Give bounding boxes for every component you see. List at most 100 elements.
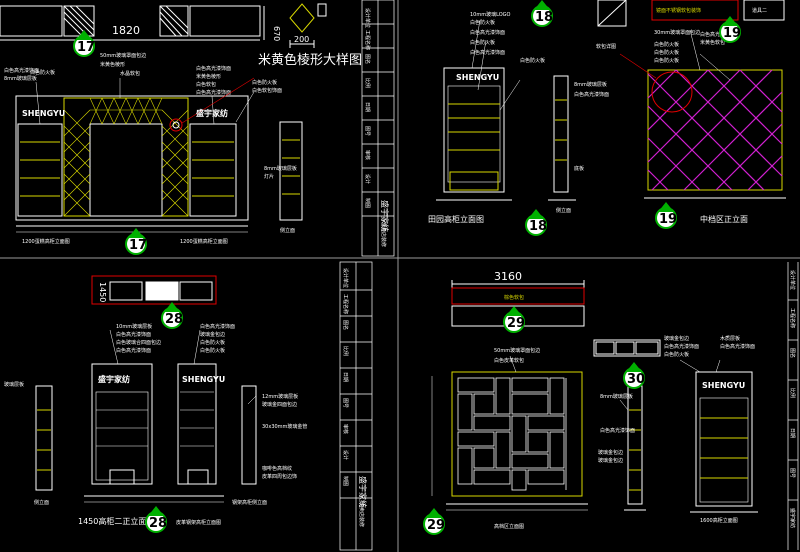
note: 白色高光漆饰面: [720, 343, 755, 350]
panel-28-caption: 1450高柜二正立面: [78, 516, 146, 526]
detail-marker-29-top: 29: [503, 306, 525, 333]
header-box-30: [593, 339, 661, 357]
strip-cell: 审核: [364, 150, 371, 160]
note: 白色软包饰面: [252, 87, 282, 94]
note: 白色防火板: [470, 39, 495, 46]
marker-number: 30: [627, 372, 645, 387]
note: 灯片: [264, 173, 274, 180]
strip-cell: 专卖店装修: [380, 222, 387, 247]
elevation-29: [431, 355, 588, 511]
strip-cell: 比例: [789, 388, 796, 398]
diamond-detail: [289, 3, 327, 48]
note: 米黄色棱形: [196, 73, 221, 80]
dim-1820: 1820: [112, 24, 140, 37]
marker-number: 19: [659, 212, 677, 227]
detail-marker-18-bottom: 18: [525, 209, 547, 236]
strip-cell: 比例: [342, 346, 349, 356]
annotation-notes-30: 玻璃金包边 白色高光漆饰面 白色防火板 木质层板 白色高光漆饰面 8mm玻璃层板…: [598, 335, 755, 464]
note: 30mm玻璃罩面包边: [654, 29, 700, 36]
note: 白色防火板: [252, 79, 277, 86]
panel-17-title-b: 1200蛋糕高柜立面图: [180, 238, 228, 245]
detail-marker-17-top: 17: [73, 30, 95, 57]
strip-cell: 工程名称: [789, 308, 796, 328]
brand-shengyu: SHENGYU: [702, 381, 745, 390]
elevation-17: [15, 77, 303, 233]
strip-cell: 设计: [342, 450, 349, 460]
note: 50mm玻璃罩面包边: [494, 347, 540, 354]
note: 白色高光漆饰面: [196, 89, 231, 96]
note: 玻璃金包边: [200, 331, 225, 338]
note: 白色软包: [196, 81, 216, 88]
panel-28: 1450 盛宇家纺 SHENGYU 10mm玻璃层板 白色高光漆饰面 白色玻璃合…: [4, 275, 307, 533]
note: 8mm玻璃层板: [574, 81, 607, 88]
title-strip-2: [339, 261, 373, 551]
note: 白色高光漆饰面: [116, 347, 151, 354]
note: 咖啡色高档纹: [262, 465, 292, 472]
note: 白色防火板: [200, 339, 225, 346]
annotation-notes-28: 10mm玻璃层板 白色高光漆饰面 白色玻璃合四面包边 白色高光漆饰面 白色高光漆…: [4, 323, 307, 480]
strip-cell: 工程名称: [364, 30, 371, 50]
panel-18-side: 侧立面: [556, 207, 571, 214]
strip-cell: 专卖店装修: [358, 502, 365, 527]
panel-30: SHENGYU 玻璃金包边 白色高光漆饰面 白色防火板 木质层板 白色高光漆饰面…: [593, 335, 758, 524]
panel-28-caption-2: 皮革钢架高柜立面图: [176, 519, 221, 526]
header-box-28: [91, 275, 217, 305]
panel-19-caption: 中档区正立面: [700, 214, 748, 224]
note: 白色高光漆饰面: [664, 343, 699, 350]
note: 50mm玻璃罩面包边: [100, 52, 146, 59]
note: 12mm玻璃层板: [262, 393, 298, 400]
panel-18-caption: 田园高柜立面图: [428, 214, 484, 224]
note: 白色防火板: [470, 19, 495, 26]
note: 米黄色棱形: [100, 61, 125, 68]
note: 白色高光漆饰面: [600, 427, 635, 434]
marker-number: 28: [149, 516, 167, 531]
note: 10mm玻璃LOGO: [470, 11, 511, 18]
header-box-29: [451, 280, 585, 327]
dim-200: 200: [294, 35, 309, 44]
strip-cell: 设计单位: [342, 268, 349, 288]
marker-number: 17: [129, 238, 147, 253]
note: 皮革四周包边饰: [262, 473, 297, 480]
panel-29-caption: 高档区立面图: [494, 523, 524, 530]
strip-cell: 日期: [364, 102, 370, 112]
note: 白色防火板: [654, 41, 679, 48]
dim-670: 670: [272, 26, 281, 41]
header-box-19: [597, 0, 785, 27]
panel-29: 3160 棕色软包 50mm玻: [423, 270, 588, 535]
marker-number: 17: [77, 40, 95, 55]
note: 白色高光漆饰面: [200, 323, 235, 330]
strip-cell: 设计单位: [364, 8, 371, 28]
dim-3160: 3160: [494, 270, 522, 283]
strip-cell: 盛宇家纺: [380, 200, 390, 232]
note: 玻璃金包边: [598, 457, 623, 464]
note: 8mm玻璃层板: [600, 393, 633, 400]
note: 30x30mm玻璃金管: [262, 423, 307, 430]
note: 白色防火板: [654, 49, 679, 56]
header-label: 镜面不锈钢软包装饰: [656, 7, 701, 14]
strip-cell: 图名: [789, 348, 796, 358]
note: 玻璃金包边: [664, 335, 689, 342]
marker-number: 19: [723, 26, 741, 41]
note: 白色防火板: [520, 57, 545, 64]
marker-number: 28: [165, 312, 183, 327]
strip-cell: 图名: [364, 54, 371, 64]
panel-18: SHENGYU 10mm玻璃LOGO 白色防火板 白色高光漆饰面 白色防火板 白…: [428, 0, 609, 236]
brand-shengyu: SHENGYU: [456, 73, 499, 82]
note: 白色高光漆饰面: [470, 49, 505, 56]
detail-marker-19-bottom: 19: [655, 202, 677, 229]
note: 白色高光漆饰面: [700, 31, 735, 38]
detail-marker-19-top: 19: [719, 16, 741, 43]
detail-marker-18-top: 18: [531, 0, 553, 27]
note: 玻璃金四面包边: [262, 401, 297, 408]
strip-cell: 工程名称: [342, 294, 349, 314]
strip-cell: 日期: [342, 372, 348, 382]
panel-30-caption: 1600高柜立面图: [700, 517, 738, 524]
top-cabinet-strip: [0, 5, 265, 41]
panel-28-caption-left: 侧立面: [34, 499, 49, 506]
note: 白色防火板: [30, 69, 55, 76]
note: 白色防火板: [664, 351, 689, 358]
strip-cell: 盛宇家纺: [789, 508, 796, 528]
note: 玻璃层板: [4, 381, 24, 388]
dim-1450: 1450: [98, 282, 107, 302]
title-strip-3-text: 设计单位 工程名称 图名 比例 日期 图号 盛宇家纺: [789, 270, 796, 528]
